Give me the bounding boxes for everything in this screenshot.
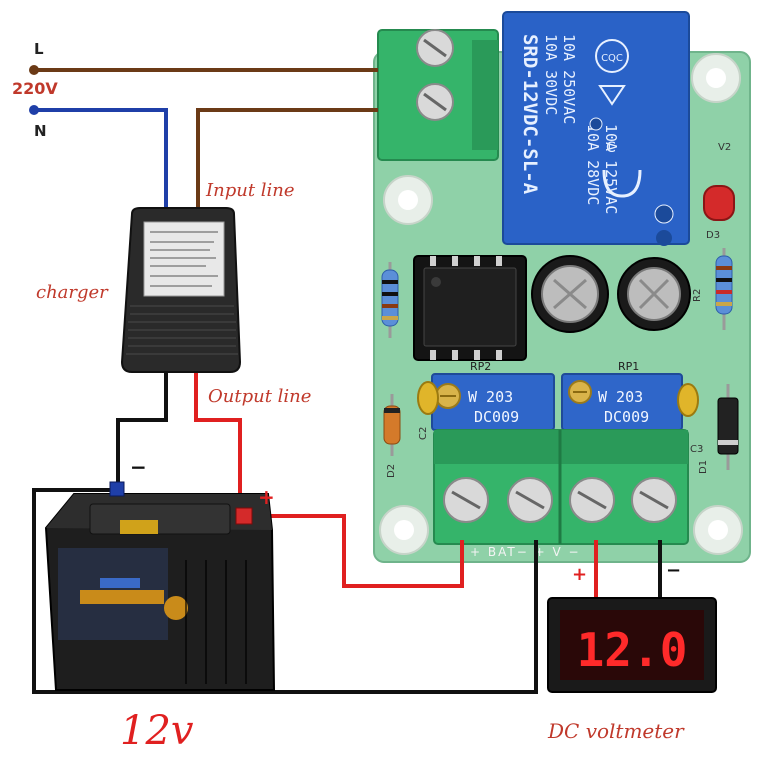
mounting-hole <box>693 505 743 555</box>
neutral-wire <box>34 108 168 210</box>
battery-minus-sign: − <box>130 455 147 479</box>
label-220v: 220V <box>12 79 58 98</box>
resistor-r2: R2 <box>692 248 733 330</box>
led-d3: D3 V2 <box>703 142 735 241</box>
voltmeter-minus-sign: − <box>666 560 681 581</box>
charger-output-negative-wire <box>116 372 168 488</box>
label-12v: 12v <box>120 708 194 754</box>
ic-chip <box>413 255 527 361</box>
diode-d1: D1 <box>698 384 739 474</box>
terminal-label: + BAT− + V − <box>470 545 581 559</box>
battery-plus-sign: + <box>258 485 275 509</box>
mounting-hole <box>379 505 429 555</box>
capacitor <box>617 257 691 331</box>
ul-mark-icon <box>602 169 642 198</box>
pot-rp1-text-a: W 203 <box>598 388 643 406</box>
charger-label-plate <box>143 221 225 297</box>
wires <box>29 65 662 694</box>
battery-negative-wire <box>32 488 538 694</box>
label-rp1: RP1 <box>618 360 639 373</box>
pot-rp2-text-b: DC009 <box>474 408 519 426</box>
voltmeter-reading: 12.0 <box>577 623 688 677</box>
mains-terminal-block <box>377 29 499 161</box>
label-d1: D1 <box>698 460 709 474</box>
pot-rp1-text-b: DC009 <box>604 408 649 426</box>
battery-positive-terminal <box>235 507 253 525</box>
label-input-line: Input line <box>205 180 295 201</box>
relay-pin-mark: C <box>606 140 616 156</box>
label-c2: C2 <box>418 427 429 440</box>
ceramic-capacitor: C2 <box>417 381 439 440</box>
relay: 10A 250VAC 10A 30VDC SRD-12VDC-SL-A 10A … <box>502 11 690 246</box>
label-d3: D3 <box>706 230 720 241</box>
charger-input-wire <box>196 108 378 210</box>
label-v2: V2 <box>718 142 731 153</box>
potentiometer-rp2: RP2 W 203 DC009 <box>431 360 555 431</box>
control-board: 10A 250VAC 10A 30VDC SRD-12VDC-SL-A 10A … <box>373 11 751 563</box>
label-L: L <box>34 40 44 58</box>
relay-indicator-dot <box>589 117 603 131</box>
battery-negative-terminal <box>109 481 125 497</box>
cqc-text: CQC <box>601 53 623 64</box>
label-output-line: Output line <box>208 386 311 407</box>
diode-d2: D2 <box>383 394 401 478</box>
output-terminal-block: + BAT− + V − <box>433 429 689 559</box>
relay-rating-1: 10A 250VAC <box>560 34 578 124</box>
relay-rating-2: 10A 30VDC <box>542 34 560 115</box>
ceramic-capacitor: C3 <box>677 383 703 455</box>
relay-rating-3: 10A 125VAC <box>602 124 620 214</box>
label-charger: charger <box>36 282 109 303</box>
label-N: N <box>34 122 47 140</box>
mounting-hole <box>691 53 741 103</box>
mounting-hole <box>383 175 433 225</box>
label-c3: C3 <box>690 444 703 455</box>
warning-triangle-icon <box>598 85 626 106</box>
cqc-mark-icon <box>595 39 629 73</box>
label-dc-voltmeter: DC voltmeter <box>547 719 685 743</box>
relay-model: SRD-12VDC-SL-A <box>519 34 541 195</box>
label-r2: R2 <box>692 289 703 302</box>
dc-voltmeter: 12.0 <box>547 597 717 693</box>
label-rp2: RP2 <box>470 360 491 373</box>
resistor-r1 <box>381 262 399 338</box>
charger-output-positive-wire <box>194 372 242 510</box>
label-d2: D2 <box>386 464 397 478</box>
capacitor <box>531 255 609 333</box>
battery-positive-wire <box>248 514 464 588</box>
relay-rating-4: 10A 28VDC <box>584 124 602 205</box>
voltmeter-display <box>560 610 704 680</box>
charger <box>120 207 242 373</box>
battery <box>44 481 276 691</box>
pot-rp2-text-a: W 203 <box>468 388 513 406</box>
potentiometer-rp1: RP1 W 203 DC009 <box>561 360 683 431</box>
voltmeter-plus-sign: + <box>572 564 587 585</box>
